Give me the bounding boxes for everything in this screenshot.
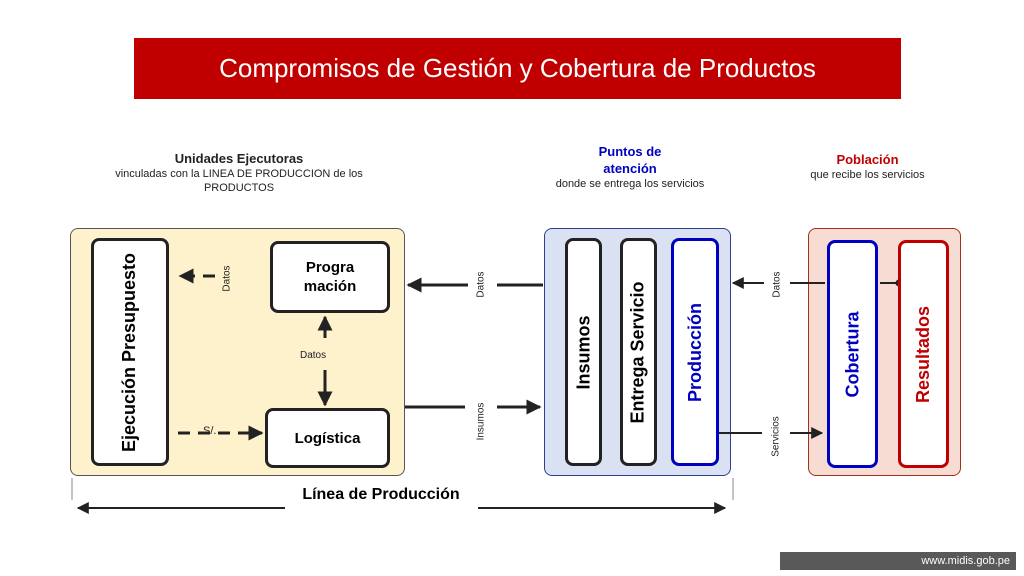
box-insumos: Insumos [565,238,602,466]
box-produccion: Producción [671,238,719,466]
box-ejecucion-label: Ejecución Presupuesto [119,252,140,452]
header-unidades: Unidades Ejecutoras vinculadas con la LI… [100,150,378,195]
box-logistica-label: Logística [294,429,361,447]
box-cobertura: Cobertura [827,240,878,468]
box-entrega-label: Entrega Servicio [628,280,648,424]
box-programacion-line1: Progra [305,259,355,276]
box-resultados-label: Resultados [913,305,933,403]
title-banner: Compromisos de Gestión y Cobertura de Pr… [134,38,901,99]
header-puntos-title2: atención [603,161,657,176]
label-datos-prog-ejec: Datos [221,265,233,292]
header-poblacion-title: Población [836,152,899,167]
box-produccion-label: Producción [684,302,705,402]
header-unidades-sub2: PRODUCTOS [203,182,275,194]
arrow-servicios [705,427,824,439]
label-datos-puntos: Datos [475,271,487,298]
page-title: Compromisos de Gestión y Cobertura de Pr… [219,53,816,83]
linea-produccion-label: Línea de Producción [302,486,460,503]
label-servicios: Servicios [770,416,782,457]
label-soles: S/. [203,425,217,437]
box-ejecucion-presupuesto: Ejecución Presupuesto [91,238,169,466]
header-puntos: Puntos de atención donde se entrega los … [530,143,730,191]
linea-produccion-arrow [71,478,734,514]
footer-url: www.midis.gob.pe [780,552,1016,570]
header-poblacion-sub: que recibe los servicios [810,169,925,181]
label-insumos-log: Insumos [475,402,487,441]
label-datos-prog-log: Datos [300,350,327,361]
header-unidades-sub1: vinculadas con la LINEA DE PRODUCCION de… [115,168,363,180]
box-logistica: Logística [265,408,390,468]
box-resultados: Resultados [898,240,949,468]
box-programacion: Progra mación [270,241,390,313]
header-puntos-sub: donde se entrega los servicios [555,178,705,190]
box-insumos-label: Insumos [573,314,594,390]
header-poblacion: Población que recibe los servicios [790,151,945,182]
label-datos-pob: Datos [771,271,783,298]
header-unidades-title: Unidades Ejecutoras [174,151,304,166]
box-cobertura-label: Cobertura [842,310,863,398]
box-entrega-servicio: Entrega Servicio [620,238,657,466]
header-puntos-title1: Puntos de [598,144,662,159]
box-programacion-line2: mación [303,278,357,295]
